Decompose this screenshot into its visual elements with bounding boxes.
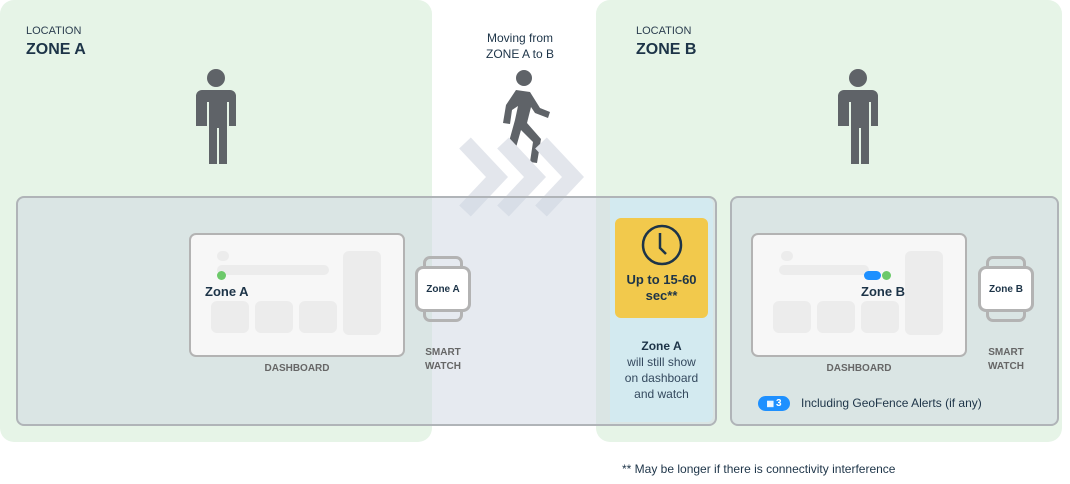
zone-a-title: ZONE A [26,41,86,58]
delay-line1: Up to 15-60 [626,272,697,287]
watch-zone-label: Zone B [989,283,1023,295]
status-dot [217,271,226,280]
note-line3: and watch [634,387,689,401]
person-standing-icon [196,69,236,164]
geofence-icon: ▦ [766,399,774,408]
delay-line2: sec** [645,288,678,303]
dashboard-label: DASHBOARD [264,363,330,374]
footnote: ** May be longer if there is connectivit… [622,462,896,476]
person-standing-icon [838,69,878,164]
moving-caption: Moving from ZONE A to B [470,30,570,62]
dashboard-b: Zone B [751,233,967,357]
watch-label-line2: WATCH [425,361,461,372]
zone-a-location-label: LOCATION [26,25,82,37]
geofence-badge: ▦3 [758,396,790,411]
smartwatch-label: SMART WATCH [415,346,471,374]
note-line1: will still show [627,355,696,369]
smartwatch-b: Zone B [978,256,1034,322]
dashboard-zone-label: Zone A [205,284,249,299]
watch-label-line2: WATCH [988,361,1024,372]
transition-note: Zone A will still show on dashboard and … [610,338,713,402]
watch-label-line1: SMART [425,347,461,358]
clock-icon [641,224,682,266]
status-dot [882,271,891,280]
dashboard-a: Zone A [189,233,405,357]
smartwatch-a: Zone A [415,256,471,322]
watch-zone-label: Zone A [426,283,460,295]
transit-indicator [864,271,881,280]
zone-b-title: ZONE B [636,41,697,58]
dashboard-zone-label: Zone B [861,284,906,299]
geofence-text: Including GeoFence Alerts (if any) [801,396,982,410]
watch-label-line1: SMART [988,347,1024,358]
zone-b-location-label: LOCATION [636,25,692,37]
geofence-count: 3 [776,398,782,409]
dashboard-label: DASHBOARD [826,363,892,374]
moving-line2: ZONE A to B [485,47,555,61]
note-line2: on dashboard [624,371,699,385]
smartwatch-label: SMART WATCH [978,346,1034,374]
transition-zone: Zone A [641,339,682,353]
moving-line1: Moving from [486,31,554,45]
